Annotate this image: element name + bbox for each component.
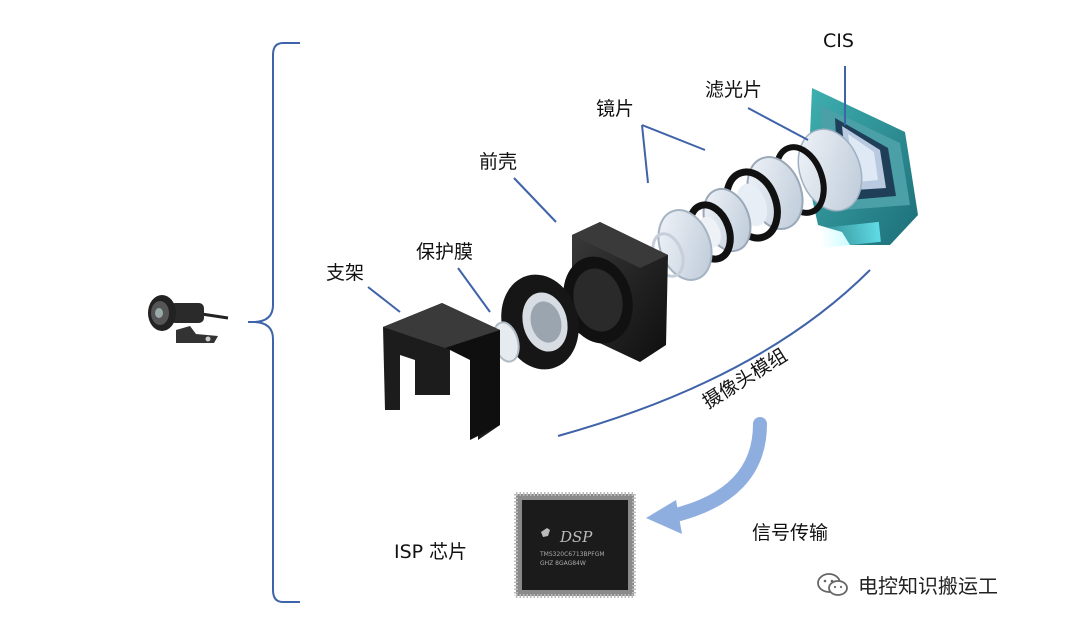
- chip-model-text: TMS320C6713BPFGM: [539, 551, 605, 558]
- front-shell-part: [563, 222, 668, 362]
- bracket-part: [383, 303, 500, 440]
- label-lens: 镜片: [596, 98, 635, 120]
- label-protective-film: 保护膜: [416, 241, 474, 263]
- lens-stack: [651, 144, 827, 281]
- leader-lines: [367, 66, 871, 437]
- signal-arrow: [646, 417, 767, 534]
- label-filter: 滤光片: [705, 79, 763, 101]
- label-isp-chip: ISP 芯片: [394, 541, 468, 563]
- label-cis: CIS: [823, 30, 854, 52]
- filter-glass: [797, 128, 863, 212]
- label-signal-transmission: 信号传输: [752, 522, 829, 544]
- label-front-shell: 前壳: [479, 151, 518, 173]
- label-bracket: 支架: [326, 262, 365, 284]
- chip-brand-text: DSP: [559, 528, 593, 546]
- watermark: 电控知识搬运工: [816, 570, 998, 599]
- watermark-text: 电控知识搬运工: [858, 574, 998, 598]
- camera-product-icon: [148, 295, 229, 343]
- wechat-icon: [817, 572, 848, 596]
- grouping-bracket: [248, 42, 300, 603]
- isp-chip-graphic: DSP TMS320C6713BPFGM GHZ 8GAG84W: [514, 492, 636, 598]
- chip-lot-text: GHZ 8GAG84W: [540, 560, 586, 567]
- lock-ring-part: [501, 274, 579, 370]
